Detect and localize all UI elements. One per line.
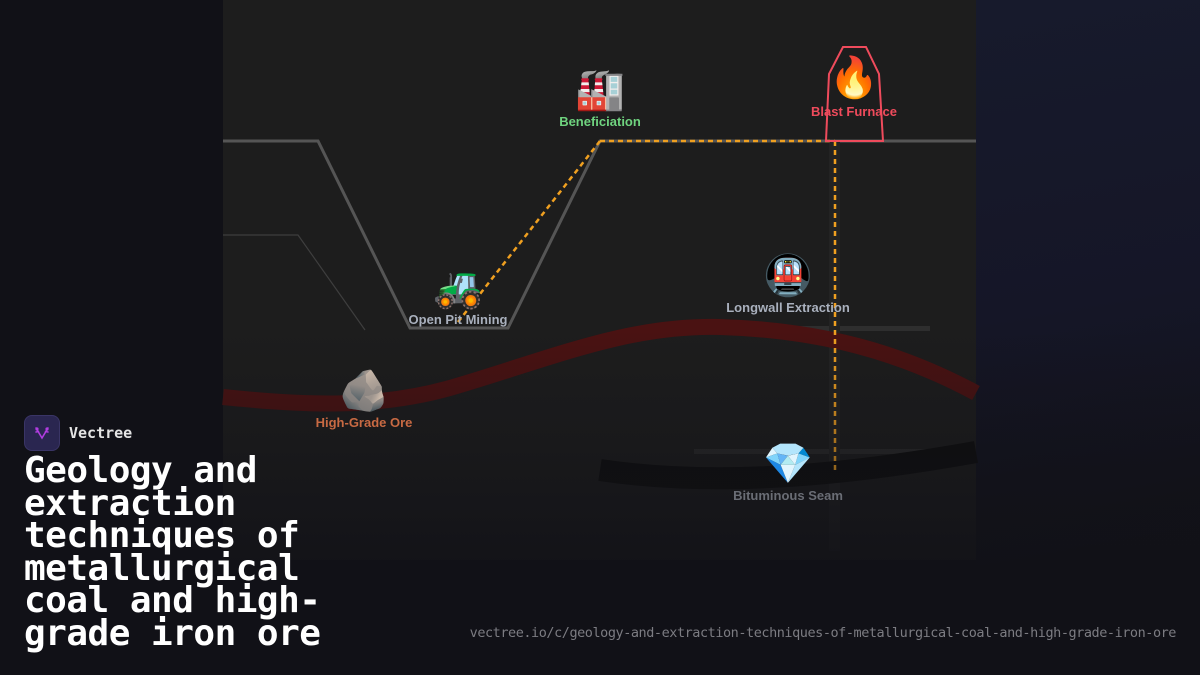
pit-outline: [223, 139, 976, 330]
blast-furnace-outline: [824, 46, 885, 142]
node-label: Longwall Extraction: [726, 300, 850, 315]
node-high-grade-ore[interactable]: 🪨 High-Grade Ore: [316, 369, 413, 430]
gem-icon: 💎: [763, 441, 813, 487]
tractor-icon: 🚜: [433, 265, 483, 311]
sub-bench-line: [223, 234, 366, 331]
vectree-branch-icon: [35, 427, 49, 440]
node-blast-furnace[interactable]: 🔥 Blast Furnace: [811, 56, 897, 119]
node-label: Blast Furnace: [811, 104, 897, 119]
node-label: High-Grade Ore: [315, 415, 413, 430]
brand[interactable]: Vectree: [24, 415, 132, 451]
brand-name: Vectree: [69, 424, 133, 442]
vectree-logo: [24, 415, 60, 451]
rock-icon: 🪨: [339, 368, 389, 414]
page-url[interactable]: vectree.io/c/geology-and-extraction-tech…: [469, 625, 1177, 641]
node-bituminous-seam[interactable]: 💎 Bituminous Seam: [733, 442, 843, 503]
edge-openpit-to-beneficiation: [457, 140, 601, 323]
node-longwall-extraction[interactable]: 🚇 Longwall Extraction: [726, 254, 850, 315]
page-title: Geology and extraction techniques of met…: [24, 450, 321, 654]
factory-icon: 🏭: [575, 67, 625, 113]
fire-icon: 🔥: [829, 55, 879, 101]
metro-train-icon: 🚇: [763, 253, 813, 299]
node-label: Open Pit Mining: [408, 312, 508, 327]
node-open-pit-mining[interactable]: 🚜 Open Pit Mining: [409, 266, 508, 327]
node-label: Beneficiation: [559, 114, 641, 129]
node-label: Bituminous Seam: [733, 488, 843, 503]
node-beneficiation[interactable]: 🏭 Beneficiation: [559, 68, 641, 129]
